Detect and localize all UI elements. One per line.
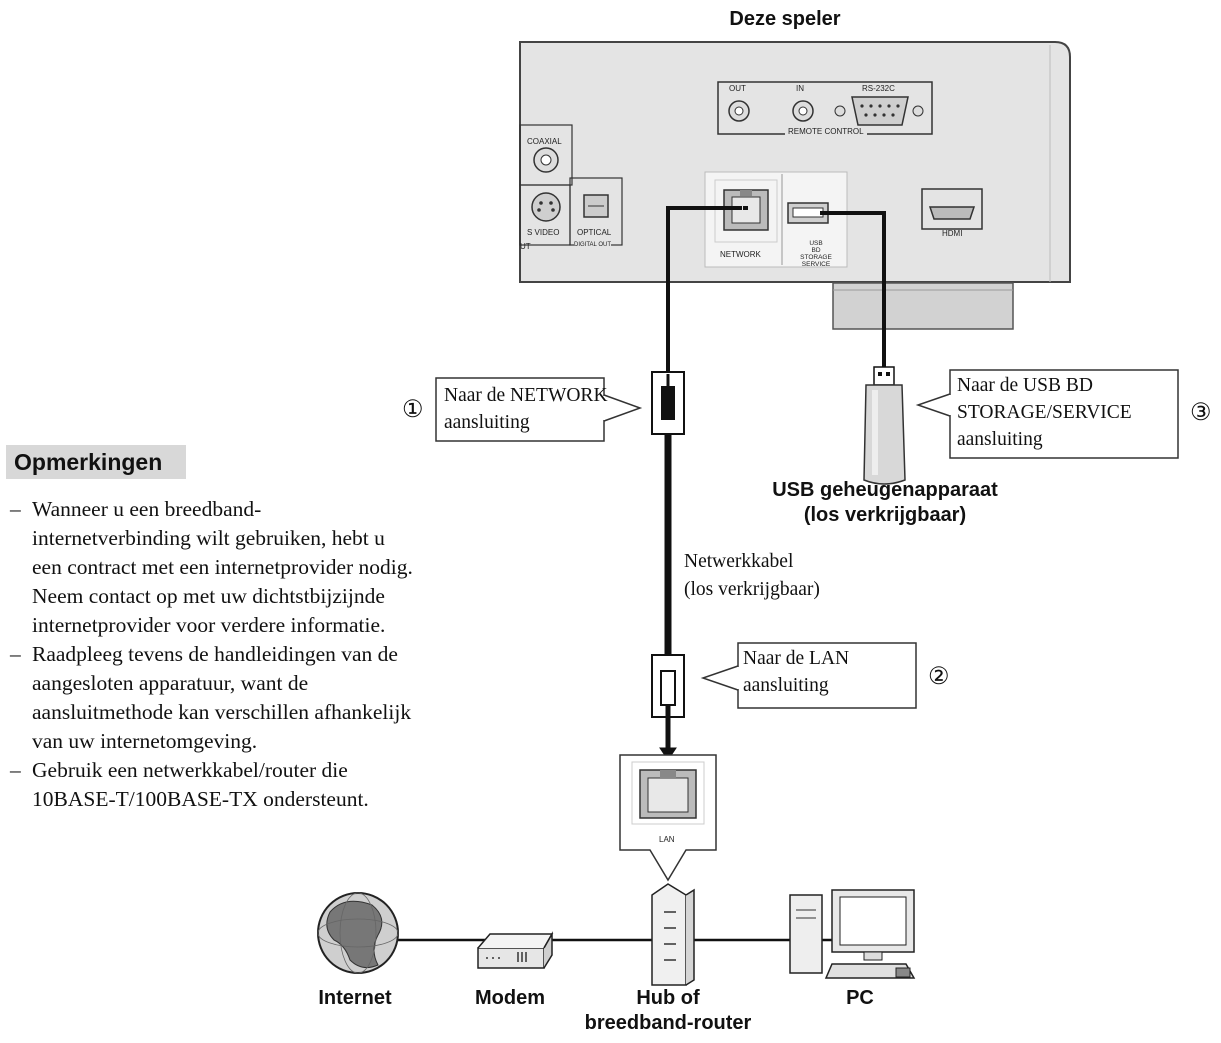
usb-stick-icon: [863, 384, 906, 485]
usb-cable: [820, 211, 895, 386]
player-title: Deze speler: [729, 8, 841, 30]
callout-number-3: ③: [1190, 400, 1212, 426]
pc-icon: [789, 889, 916, 979]
label-coaxial: COAXIAL: [527, 137, 562, 146]
router-label: Hub of breedband-router: [584, 987, 752, 1034]
note-item: – Gebruik een netwerkkabel/router die 10…: [10, 758, 369, 811]
cable-caption: Netwerkkabel (los verkrijgbaar): [684, 551, 820, 600]
callout-network: Naar de NETWORK aansluiting: [444, 385, 608, 433]
lan-port-box: [619, 754, 717, 882]
label-network: NETWORK: [720, 250, 761, 259]
callout-boxes: [435, 369, 1179, 709]
callout-number-2: ②: [928, 664, 950, 690]
usb-device-caption: USB geheugenapparaat (los verkrijgbaar): [772, 479, 998, 526]
label-lan: LAN: [659, 835, 675, 844]
callout-number-1: ①: [402, 397, 424, 423]
pc-label: PC: [846, 987, 874, 1009]
hdmi-section: [921, 188, 983, 230]
label-optical: OPTICAL: [577, 228, 612, 237]
globe-icon: [317, 892, 399, 974]
label-remote-control: REMOTE CONTROL: [785, 127, 867, 136]
modem-label: Modem: [475, 987, 545, 1009]
internet-label: Internet: [318, 987, 392, 1009]
label-in: IN: [796, 84, 804, 93]
callout-lan: Naar de LAN aansluiting: [743, 648, 850, 696]
label-hdmi: HDMI: [942, 229, 963, 238]
label-s-video: S VIDEO: [527, 228, 560, 237]
network-usb-section: [704, 171, 848, 268]
notes-list: – Wanneer u een breedband- internetverbi…: [10, 495, 530, 814]
label-rs232c: RS-232C: [862, 84, 895, 93]
callout-usb: Naar de USB BD STORAGE/SERVICE aansluiti…: [957, 375, 1132, 450]
label-usb: USB BD STORAGE SERVICE: [800, 240, 832, 268]
label-ut: UT: [520, 242, 531, 251]
modem-icon: [477, 931, 554, 969]
network-cable: [651, 206, 748, 761]
note-item: – Raadpleeg tevens de handleidingen van …: [10, 642, 412, 753]
notes-heading: Opmerkingen: [6, 445, 186, 479]
note-item: – Wanneer u een breedband- internetverbi…: [10, 497, 413, 637]
label-digital-out: DIGITAL OUT: [574, 242, 612, 248]
router-icon: [651, 883, 695, 986]
label-out: OUT: [729, 84, 746, 93]
